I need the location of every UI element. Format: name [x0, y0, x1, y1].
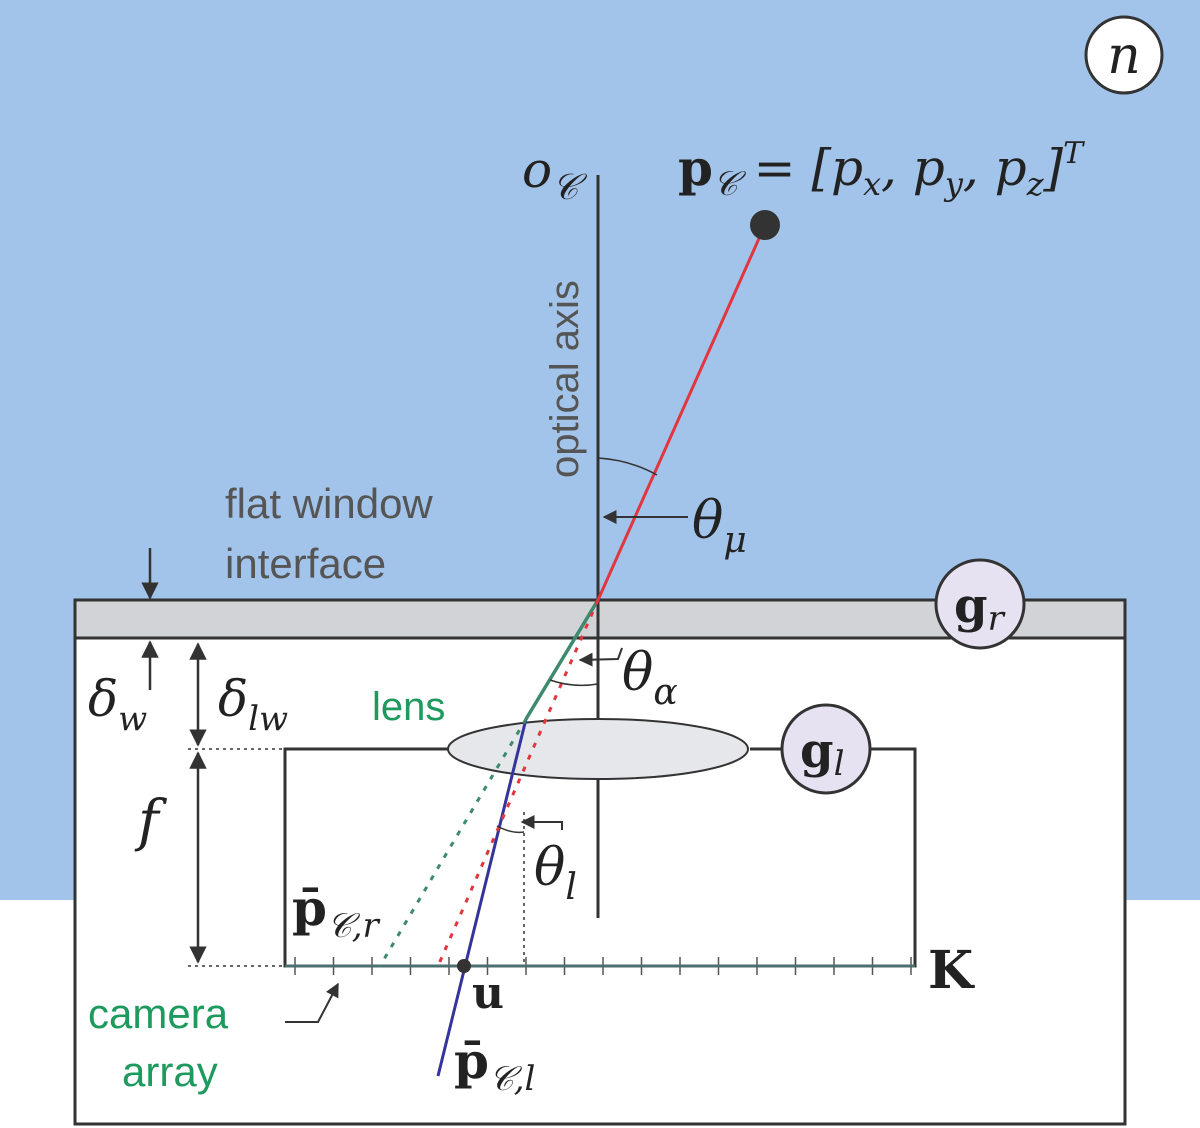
optical-axis-label: optical axis	[543, 280, 587, 478]
ray-water-segment	[596, 224, 767, 601]
theta-alpha-leader	[578, 647, 623, 667]
ray-glass-segment	[524, 599, 600, 720]
housing-box	[73, 598, 1127, 1126]
theta-alpha-arc	[549, 679, 599, 687]
gl-badge-label: gl	[800, 723, 844, 784]
lens-label: lens	[372, 685, 445, 729]
theta-mu-arc	[597, 457, 658, 476]
ray-glass-extension	[378, 718, 528, 967]
medium-badge	[1084, 15, 1164, 95]
gr-badge	[934, 558, 1026, 650]
u-label: u	[472, 968, 504, 1019]
ray-air-segment	[436, 718, 528, 1077]
theta-alpha-label: θα	[622, 643, 678, 713]
window-label-line1: flat window	[225, 480, 433, 527]
pixel-u	[457, 959, 471, 973]
theta-mu-label: θμ	[692, 491, 747, 561]
gr-badge-label: gr	[954, 578, 1006, 639]
camera-array-leader	[285, 982, 339, 1023]
medium-badge-label: n	[1107, 26, 1141, 86]
theta-l-label: θl	[534, 838, 577, 908]
pbar-r-label: p̄𝒞,r	[292, 878, 381, 946]
point-pc	[750, 210, 780, 240]
camera-array-label-line1: camera	[88, 990, 229, 1037]
lens-shape	[447, 718, 749, 780]
theta-l-leader	[520, 815, 563, 830]
gl-badge	[780, 703, 872, 795]
camera-array-label-line2: array	[122, 1048, 218, 1095]
ray-unrefracted-extension	[436, 599, 600, 967]
delta-w-label: δw	[88, 670, 147, 739]
point-label: p𝒞 = [px, py, pz]T	[678, 136, 1085, 204]
window-label-line2: interface	[225, 540, 386, 587]
intrinsics-k-label: K	[928, 940, 975, 1001]
delta-lw-label: δlw	[218, 670, 288, 739]
theta-l-arc	[496, 825, 525, 834]
pbar-l-label: p̄𝒞,l	[454, 1031, 535, 1099]
